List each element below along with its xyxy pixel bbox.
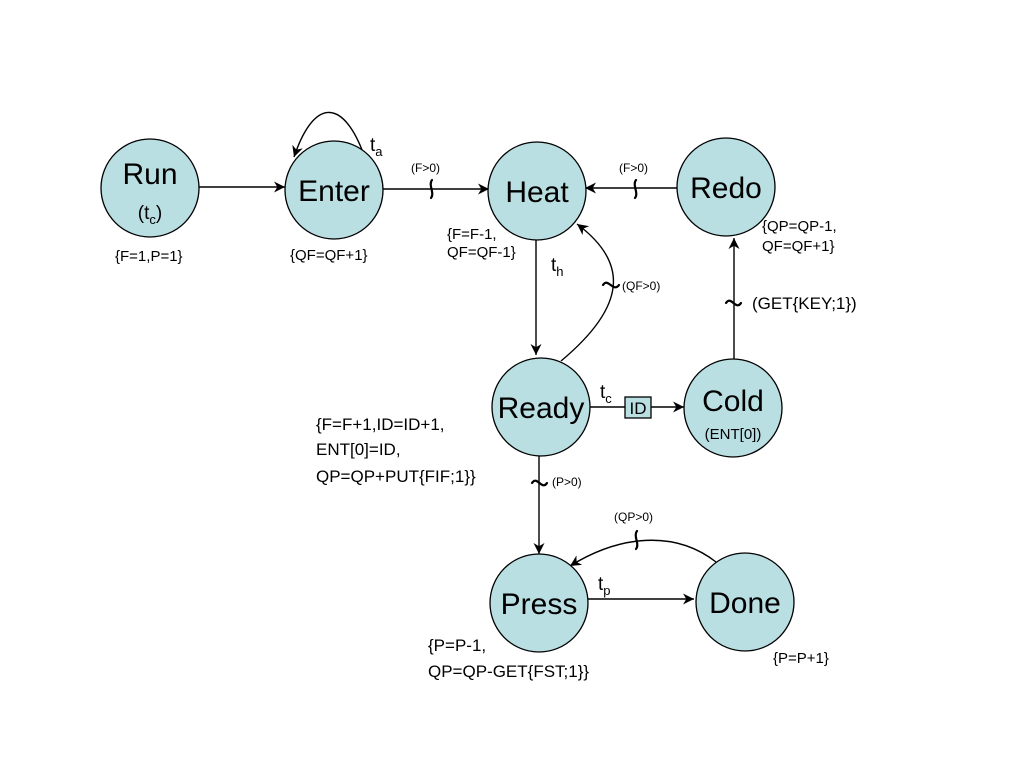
node-cold-circle xyxy=(683,358,783,458)
transition-label-tc: tc xyxy=(600,382,612,406)
node-redo[interactable]: Redo xyxy=(676,137,776,237)
node-done-name: Done xyxy=(709,587,781,620)
action-ready-line1: {F=F+1,ID=ID+1, xyxy=(316,415,445,434)
node-run[interactable]: Run (tc) xyxy=(100,138,200,238)
node-run-name: Run xyxy=(122,158,177,191)
edge-done-press xyxy=(569,539,717,567)
action-heat-line1: {F=F-1, xyxy=(447,226,497,243)
action-ready-line3: QP=QP+PUT{FIF;1}} xyxy=(316,467,476,486)
node-cold[interactable]: Cold (ENT[0]) xyxy=(683,358,783,458)
tilde-cold-redo xyxy=(724,299,743,307)
action-enter: {QF=QF+1} xyxy=(290,247,368,264)
node-done-circle xyxy=(695,552,795,652)
id-box-rect xyxy=(624,396,652,419)
node-press-name: Press xyxy=(501,588,578,621)
id-box-label: ID xyxy=(630,399,647,418)
tilde-done-press xyxy=(634,529,639,551)
node-heat-name: Heat xyxy=(505,176,569,209)
tilde-ready-press xyxy=(530,479,549,487)
action-redo-line1: {QP=QP-1, xyxy=(762,218,837,235)
node-press[interactable]: Press xyxy=(489,553,589,653)
node-redo-name: Redo xyxy=(690,172,762,205)
node-run-sub: (tc) xyxy=(138,203,162,227)
node-press-circle xyxy=(489,553,589,653)
condition-redo-heat: (F>0) xyxy=(619,161,648,175)
node-redo-circle xyxy=(676,137,776,237)
node-enter-name: Enter xyxy=(298,175,370,208)
transition-label-th: th xyxy=(551,255,564,279)
node-ready-circle xyxy=(491,357,591,457)
condition-ready-heat: (QF>0) xyxy=(622,279,660,293)
action-press-line2: QP=QP-GET{FST;1}} xyxy=(428,662,589,681)
condition-cold-redo: (GET{KEY;1}) xyxy=(752,294,857,313)
condition-ready-press: (P>0) xyxy=(552,475,582,489)
action-redo-line2: QF=QF+1} xyxy=(762,238,835,255)
node-done[interactable]: Done xyxy=(695,552,795,652)
node-ready-name: Ready xyxy=(498,392,585,425)
id-box: ID xyxy=(624,396,652,419)
node-run-circle xyxy=(100,138,200,238)
tilde-redo-heat xyxy=(633,178,638,200)
edge-ready-heat xyxy=(560,223,614,362)
action-heat-line2: QF=QF-1} xyxy=(447,244,516,261)
condition-enter-heat: (F>0) xyxy=(411,161,440,175)
node-enter-circle xyxy=(284,140,384,240)
action-done: {P=P+1} xyxy=(773,650,829,667)
node-heat[interactable]: Heat xyxy=(487,141,587,241)
tilde-enter-heat xyxy=(429,178,434,200)
action-run: {F=1,P=1} xyxy=(115,248,183,265)
edge-enter-self-loop xyxy=(292,111,366,159)
node-heat-circle xyxy=(487,141,587,241)
action-press-line1: {P=P-1, xyxy=(428,636,486,655)
transition-label-ta: ta xyxy=(370,135,383,159)
tilde-ready-heat xyxy=(601,281,621,289)
transition-label-tp: tp xyxy=(598,574,611,598)
node-ready[interactable]: Ready xyxy=(491,357,591,457)
node-cold-name: Cold xyxy=(702,385,764,418)
node-cold-sub: (ENT[0]) xyxy=(705,426,762,443)
condition-done-press: (QP>0) xyxy=(614,510,653,524)
node-enter[interactable]: Enter xyxy=(284,140,384,240)
action-ready-line2: ENT[0]=ID, xyxy=(316,440,401,459)
